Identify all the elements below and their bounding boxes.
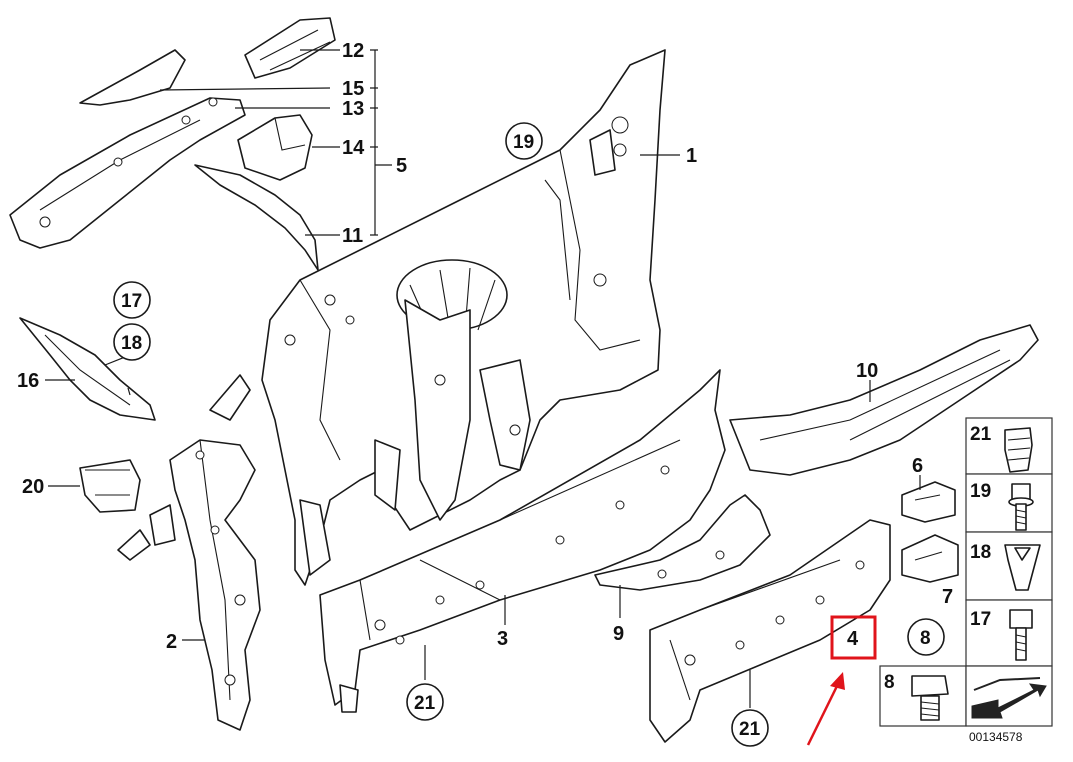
direction-arrow-icon: [971, 677, 1047, 719]
legend-number-8: 8: [884, 672, 895, 693]
plug-icon: [1004, 427, 1033, 473]
legend-number-19: 19: [970, 481, 991, 502]
callout-18-circle: 18: [113, 323, 151, 361]
svg-text:21: 21: [414, 693, 436, 714]
part-10-rocker[interactable]: [729, 324, 1039, 476]
callout-1: 1: [686, 145, 697, 167]
svg-text:21: 21: [739, 719, 761, 740]
callout-21b-circle: 21: [731, 709, 769, 747]
fastener-legend: 21 19 18 17 8: [879, 417, 1053, 727]
callout-5: 5: [396, 155, 407, 177]
callout-3: 3: [497, 628, 508, 650]
part-11-bracket[interactable]: [194, 164, 319, 271]
bolt-icon: [1009, 609, 1033, 661]
part-1-front-structure[interactable]: [209, 49, 666, 586]
svg-text:4: 4: [847, 628, 859, 650]
part-6-block[interactable]: [901, 481, 956, 523]
callout-17-circle: 17: [113, 281, 151, 319]
callout-15: 15: [342, 78, 364, 100]
callout-19-circle: 19: [505, 122, 543, 160]
callout-9: 9: [613, 623, 624, 645]
red-arrow-icon: [806, 672, 845, 746]
svg-text:17: 17: [121, 291, 142, 312]
callout-10: 10: [856, 360, 878, 382]
callout-16: 16: [17, 370, 39, 392]
callout-4-highlight[interactable]: 4: [830, 615, 877, 660]
part-20-mount[interactable]: [79, 459, 141, 513]
leader-lines-group-5: [159, 49, 392, 236]
callout-21a-circle: 21: [406, 683, 444, 721]
callout-8-circle: 8: [907, 618, 945, 656]
part-3-side-member[interactable]: [319, 369, 726, 713]
callout-12: 12: [342, 40, 364, 62]
part-16-bracket[interactable]: [19, 317, 156, 421]
reference-number: 00134578: [969, 730, 1023, 744]
svg-text:19: 19: [513, 132, 534, 153]
callout-2: 2: [166, 631, 177, 653]
bolt-washer-icon: [1008, 483, 1034, 531]
callout-11: 11: [342, 225, 363, 247]
part-12-bracket[interactable]: [244, 17, 336, 79]
svg-text:18: 18: [121, 333, 142, 354]
legend-number-18: 18: [970, 542, 991, 563]
part-4-sill[interactable]: [649, 519, 891, 743]
highlight-box: [830, 615, 877, 660]
legend-number-21: 21: [970, 424, 992, 445]
part-13-rail[interactable]: [9, 97, 246, 249]
callout-13: 13: [342, 98, 364, 120]
svg-text:8: 8: [920, 628, 931, 649]
part-15-strip[interactable]: [79, 49, 186, 106]
clip-nut-icon: [1004, 544, 1041, 591]
part-7-block[interactable]: [901, 534, 959, 583]
callout-14: 14: [342, 137, 365, 159]
part-9-brace[interactable]: [594, 494, 771, 591]
part-14-block[interactable]: [237, 114, 313, 181]
callout-7: 7: [942, 586, 953, 608]
legend-number-17: 17: [970, 609, 991, 630]
hex-bolt-icon: [911, 675, 949, 721]
callout-20: 20: [22, 476, 44, 498]
callout-6: 6: [912, 455, 923, 477]
part-2-pillar[interactable]: [117, 439, 261, 731]
